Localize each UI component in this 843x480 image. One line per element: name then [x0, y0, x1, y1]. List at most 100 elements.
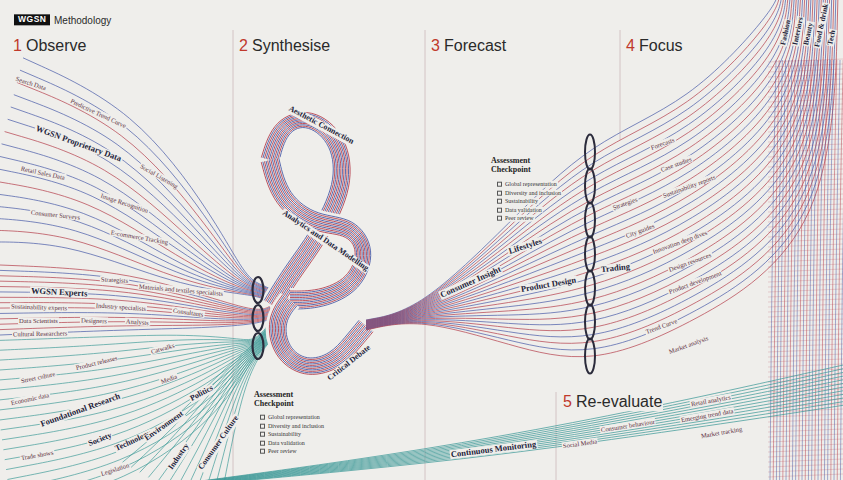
stream-line [768, 364, 843, 367]
step-number: 1 [12, 37, 23, 55]
stream-line [768, 434, 843, 437]
stream-line [768, 424, 843, 427]
stream-line [0, 287, 271, 314]
stream-line [768, 279, 843, 282]
stream-line [768, 69, 843, 72]
step-number: 3 [430, 37, 441, 55]
stream-line [768, 184, 843, 187]
stream-line [768, 309, 843, 312]
checkpoint-item: Diversity and inclusion [496, 189, 562, 196]
stream-line [366, 0, 830, 331]
checkpoint-heading: Assessment Checkpoint [490, 157, 548, 175]
stream-sublabel: Street culture [19, 370, 57, 385]
stream-sublabel: Image Recognition [99, 192, 150, 215]
stream-line [10, 333, 276, 480]
stream-line [366, 0, 780, 320]
stream-sublabel: Product releases [74, 354, 119, 372]
stream-label: Society [86, 431, 114, 449]
stream-line [190, 364, 843, 480]
stream-sublabel: Industry specialists [95, 301, 147, 312]
checkpoint-item: Peer review [259, 448, 298, 455]
stream-line [366, 0, 792, 322]
line-bundle [261, 158, 370, 309]
stream-line [768, 104, 843, 107]
stream-sublabel: Trade shows [19, 448, 55, 461]
stream-line [768, 449, 843, 452]
checkpoint-item: Diversity and inclusion [259, 422, 325, 429]
stream-line [768, 344, 843, 347]
stream-line [0, 317, 274, 330]
stream-line [768, 119, 843, 122]
stream-line [840, 60, 843, 480]
checkpoint-ring [585, 135, 595, 170]
stream-sublabel: Design resources [667, 251, 713, 274]
stream-line [768, 64, 843, 67]
column-rule [556, 392, 557, 480]
stream-sublabel: Social Media [562, 437, 599, 449]
step-number: 5 [562, 393, 573, 411]
stream-line [190, 404, 843, 480]
stream-line [0, 326, 267, 341]
stream-line [768, 94, 843, 97]
stream-line [768, 349, 843, 352]
stream-line [768, 269, 843, 272]
stream-line [768, 159, 843, 162]
stream-line [768, 204, 843, 207]
stream-line [190, 375, 843, 480]
checkpoint-rings [253, 135, 596, 374]
stream-sublabel: Designers [80, 316, 108, 324]
stream-line [366, 0, 832, 337]
stream-line [768, 289, 843, 292]
stream-line [768, 419, 843, 422]
stream-line [768, 324, 843, 327]
stream-line [768, 319, 843, 322]
stream-line [768, 244, 843, 247]
stream-line [11, 107, 273, 293]
stream-line [0, 330, 272, 420]
stream-line [768, 84, 843, 87]
stream-line [768, 219, 843, 222]
stream-line [0, 218, 270, 300]
step-title: Focus [638, 37, 684, 55]
stream-line [190, 400, 843, 480]
stream-line [122, 327, 268, 462]
stream-line [768, 144, 843, 147]
column-rule [425, 30, 426, 480]
stream-line [768, 229, 843, 232]
stream-sublabel: Strategists [100, 275, 129, 284]
stream-line [768, 239, 843, 242]
stream-line [190, 368, 843, 480]
stream-line [768, 444, 843, 447]
stream-line [131, 327, 269, 467]
brand-logo: WGSN [14, 14, 50, 25]
checkpoint-item: Sustainability [259, 431, 302, 438]
step-title: Forecast [443, 37, 507, 55]
stream-line [768, 179, 843, 182]
stream-line [366, 0, 824, 328]
stream-sublabel: Search Data [14, 75, 48, 92]
stream-line [768, 214, 843, 217]
stream-line [285, 304, 361, 359]
checkpoint-item: Sustainability [496, 198, 539, 205]
stream-line [768, 294, 843, 297]
stream-line [366, 0, 797, 323]
stream-label: WGSN Experts [30, 286, 89, 298]
stream-line [768, 274, 843, 277]
checkpoint-ring [585, 169, 595, 204]
step-number: 2 [238, 37, 249, 55]
stream-line [768, 284, 843, 287]
stream-line [768, 79, 843, 82]
stream-line [366, 0, 838, 357]
stream-line [768, 264, 843, 267]
stream-line [283, 303, 362, 361]
stream-line [366, 0, 834, 343]
stream-line [768, 354, 843, 357]
stream-line [366, 0, 817, 327]
stream-sublabel: Market tracking [699, 425, 743, 440]
checkpoint-item: Global representation [496, 181, 558, 188]
stream-line [768, 429, 843, 432]
stream-sublabel: Cultural Researchers [12, 329, 68, 337]
stream-line [768, 154, 843, 157]
stream-line [366, 0, 811, 326]
